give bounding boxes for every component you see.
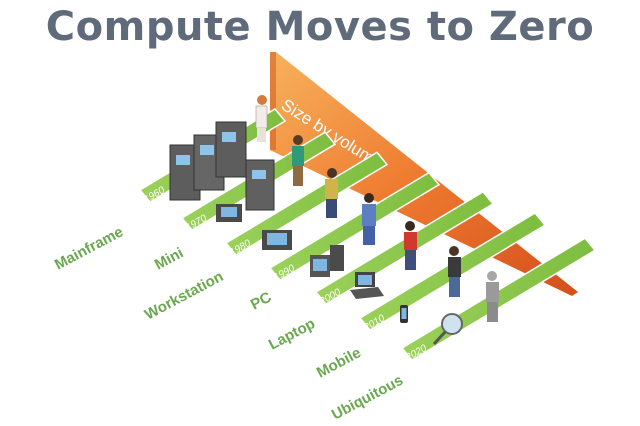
pc-computer: [310, 245, 344, 277]
category-label-pc: PC: [248, 289, 275, 314]
category-label-laptop: Laptop: [266, 315, 318, 353]
category-label-mainframe: Mainframe: [52, 223, 126, 273]
person-2000: [404, 221, 417, 270]
category-label-workstation: Workstation: [142, 268, 226, 324]
mobile-phone: [400, 305, 408, 323]
person-1980: [325, 168, 338, 218]
category-label-mobile: Mobile: [314, 344, 364, 381]
person-1970: [292, 135, 304, 186]
category-label-mini: Mini: [152, 244, 186, 273]
category-label-ubiquitous: Ubiquitous: [329, 372, 406, 424]
mini-computers: [216, 159, 275, 222]
robot-2020: [486, 271, 499, 322]
mainframe-servers: [169, 121, 247, 201]
workstation-computer: [262, 230, 292, 250]
wedge-edge: [270, 52, 276, 150]
person-1990: [362, 193, 376, 245]
person-1960: [255, 95, 268, 142]
page-title: Compute Moves to Zero: [45, 4, 595, 50]
laptop-computer: [350, 272, 384, 299]
person-2010: [448, 246, 461, 297]
magnifier-icon: [432, 313, 463, 346]
